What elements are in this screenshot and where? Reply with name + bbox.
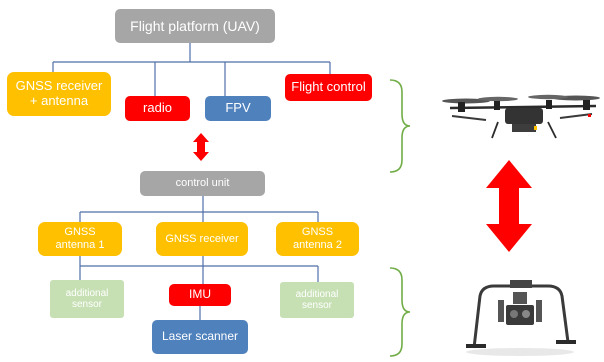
control-connectors — [79, 196, 319, 320]
gnss-receiver-box: GNSS receiver — [156, 222, 248, 256]
fpv-box: FPV — [205, 96, 271, 121]
top-connectors — [52, 43, 331, 96]
radio-box: radio — [125, 96, 190, 121]
gnss-receiver-antenna-box: GNSS receiver + antenna — [7, 72, 111, 116]
double-arrow-small — [193, 133, 209, 161]
control-unit-box: control unit — [140, 171, 265, 196]
flight-platform-box: Flight platform (UAV) — [115, 9, 275, 43]
imu-box: IMU — [169, 284, 231, 306]
flight-control-box: Flight control — [285, 74, 372, 101]
laser-scanner-box: Laser scanner — [152, 320, 248, 354]
gnss-antenna-2-box: GNSS antenna 2 — [276, 222, 359, 256]
sensor-gimbal-illustration — [466, 280, 576, 356]
additional-sensor-left-box: additional sensor — [50, 280, 124, 318]
gnss-antenna-1-box: GNSS antenna 1 — [38, 222, 122, 256]
brace-bottom — [389, 267, 411, 357]
brace-top — [389, 79, 411, 173]
drone-illustration — [442, 94, 600, 139]
double-arrow-large — [486, 160, 532, 252]
additional-sensor-right-box: additional sensor — [280, 282, 354, 318]
